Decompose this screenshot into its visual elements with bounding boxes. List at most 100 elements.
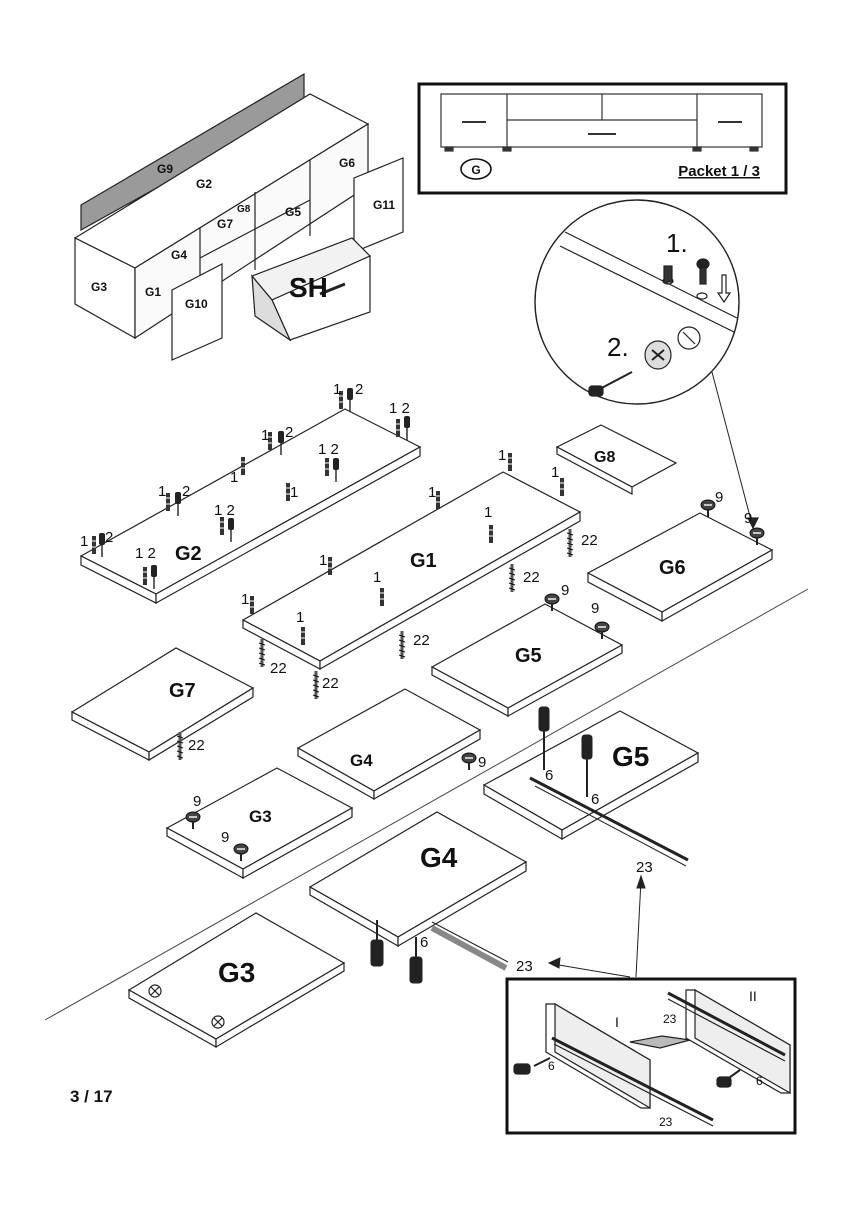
callout-n1: 1 bbox=[241, 591, 249, 608]
packet-letter-circle bbox=[460, 158, 492, 180]
panel-g1 bbox=[241, 471, 582, 671]
packet-label: Packet 1 / 3 bbox=[678, 163, 760, 180]
callout-n2: 2 bbox=[182, 483, 190, 500]
overview-label-g8: G8 bbox=[237, 204, 251, 215]
callout-n9: 9 bbox=[193, 793, 201, 810]
callouts-cams: 9 9 9 9 9 9 9 bbox=[193, 489, 752, 846]
callout-n12: 1 2 bbox=[214, 502, 235, 519]
callout-n22: 22 bbox=[581, 532, 598, 549]
panel-g4-lower-label: G4 bbox=[420, 842, 458, 873]
callout-n1: 1 bbox=[230, 469, 238, 486]
callout-n6: 6 bbox=[545, 767, 553, 784]
panel-g6-label: G6 bbox=[659, 557, 686, 579]
overview-label-g3: G3 bbox=[91, 280, 107, 294]
callout-n2: 2 bbox=[355, 381, 363, 398]
callout-n22: 22 bbox=[413, 632, 430, 649]
panel-g7-label: G7 bbox=[169, 680, 196, 702]
overview-label-g4: G4 bbox=[171, 248, 187, 262]
callout-n12: 1 2 bbox=[389, 400, 410, 417]
callout-n23: 23 bbox=[636, 859, 653, 876]
overview-label-g9: G9 bbox=[157, 162, 173, 176]
callout-n1: 1 bbox=[484, 504, 492, 521]
callout-n9: 9 bbox=[561, 582, 569, 599]
overview-label-g11: G11 bbox=[373, 198, 395, 212]
drawer-label: SH bbox=[289, 272, 328, 303]
callout-n1: 1 bbox=[319, 552, 327, 569]
callout-n1: 1 bbox=[296, 609, 304, 626]
callout-n1: 1 bbox=[551, 464, 559, 481]
panel-g5-lower-label: G5 bbox=[612, 741, 649, 772]
hardware-screwdrivers bbox=[370, 706, 593, 984]
panel-g1-label: G1 bbox=[410, 550, 437, 572]
callout-n1: 1 bbox=[158, 483, 166, 500]
callout-n2: 2 bbox=[105, 529, 113, 546]
panel-g5-label: G5 bbox=[515, 645, 542, 667]
overview-label-g7: G7 bbox=[217, 217, 233, 231]
rail-inset-drawing bbox=[513, 988, 791, 1127]
rail-label-top: 23 bbox=[663, 1012, 677, 1026]
panel-g6 bbox=[586, 512, 774, 623]
detail-contents bbox=[559, 231, 759, 530]
rail-screw-right: 6 bbox=[756, 1074, 763, 1088]
callout-n12: 1 2 bbox=[318, 441, 339, 458]
rail-label-bottom: 23 bbox=[659, 1115, 673, 1129]
callout-n23: 23 bbox=[516, 958, 533, 975]
step-2-label: 2. bbox=[607, 332, 629, 362]
callout-n1: 1 bbox=[498, 447, 506, 464]
packet-letter: G bbox=[471, 163, 480, 177]
cabinet-overview bbox=[73, 72, 404, 361]
callout-n1: 1 bbox=[290, 484, 298, 501]
callout-n22: 22 bbox=[188, 737, 205, 754]
callout-n1: 1 bbox=[261, 427, 269, 444]
callouts-g1: 1 1 1 1 1 1 1 1 22 22 22 22 22 22 bbox=[188, 447, 598, 754]
divider-line bbox=[44, 588, 809, 1021]
overview-label-g6: G6 bbox=[339, 156, 355, 170]
panel-g3 bbox=[165, 767, 354, 880]
overview-label-g10: G10 bbox=[185, 297, 208, 311]
panel-g3-lower bbox=[127, 912, 346, 1049]
callout-n22: 22 bbox=[322, 675, 339, 692]
page-number: 3 / 17 bbox=[70, 1087, 113, 1106]
overview-label-g2: G2 bbox=[196, 177, 212, 191]
rail-arrows bbox=[547, 874, 646, 978]
callout-n1: 1 bbox=[373, 569, 381, 586]
panel-g8 bbox=[555, 424, 678, 495]
callout-n9: 9 bbox=[221, 829, 229, 846]
callout-n22: 22 bbox=[523, 569, 540, 586]
panel-g4 bbox=[296, 688, 482, 801]
panel-g3-lower-label: G3 bbox=[218, 957, 255, 988]
callout-n9: 9 bbox=[744, 510, 752, 527]
callout-n1: 1 bbox=[80, 533, 88, 550]
callout-n2: 2 bbox=[285, 424, 293, 441]
callout-n6: 6 bbox=[420, 934, 428, 951]
callout-n6: 6 bbox=[591, 791, 599, 808]
step-1-label: 1. bbox=[666, 228, 688, 258]
rail-stage-2: II bbox=[749, 988, 757, 1004]
panel-g2 bbox=[79, 408, 422, 605]
callout-n22: 22 bbox=[270, 660, 287, 677]
panel-g5 bbox=[430, 603, 624, 718]
callout-n1: 1 bbox=[333, 381, 341, 398]
panel-g3-label: G3 bbox=[249, 807, 272, 826]
panel-g8-label: G8 bbox=[594, 449, 615, 466]
panel-g7 bbox=[70, 647, 255, 762]
packet-cabinet-front bbox=[440, 93, 763, 152]
detail-circle bbox=[534, 199, 740, 405]
rail-screw-left: 6 bbox=[548, 1059, 555, 1073]
rail-stage-1: I bbox=[615, 1014, 619, 1030]
callout-n12: 1 2 bbox=[135, 545, 156, 562]
panel-g2-label: G2 bbox=[175, 543, 202, 565]
panel-g4-lower bbox=[308, 811, 528, 971]
overview-label-g1: G1 bbox=[145, 285, 161, 299]
callout-n1: 1 bbox=[428, 484, 436, 501]
overview-label-g5: G5 bbox=[285, 205, 301, 219]
panel-g5-lower bbox=[482, 710, 700, 867]
callouts-screws: 6 6 6 23 23 bbox=[420, 767, 653, 975]
callout-n9: 9 bbox=[715, 489, 723, 506]
callout-n9: 9 bbox=[478, 754, 486, 771]
panel-g4-label: G4 bbox=[350, 751, 373, 770]
callout-n9: 9 bbox=[591, 600, 599, 617]
